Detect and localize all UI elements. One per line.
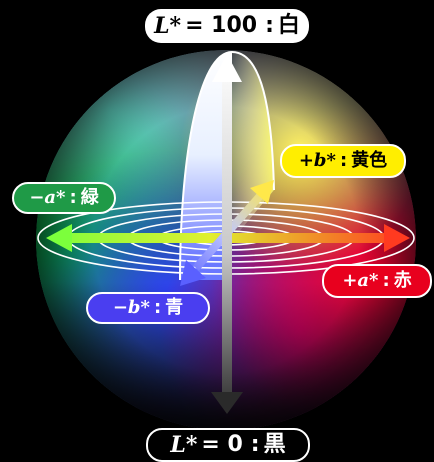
label-l-0-black: L* = 0 : 黒 [146, 428, 310, 462]
label-op: = 100 [185, 13, 258, 38]
label-minus-b-blue: −b* : 青 [86, 292, 210, 324]
label-name: 青 [165, 297, 184, 318]
label-name: 赤 [393, 270, 412, 291]
label-plus-b-yellow: +b* : 黄色 [280, 144, 406, 178]
l-axis-arrow [211, 54, 243, 414]
label-var: +b* [298, 150, 336, 171]
label-name: 黄色 [351, 150, 388, 171]
label-minus-a-green: −a* : 緑 [12, 182, 116, 214]
label-op: = 0 [201, 432, 243, 457]
label-var: −b* [112, 297, 150, 318]
label-var: L* [170, 432, 198, 458]
label-l-100-white: L* = 100 : 白 [145, 9, 309, 43]
label-var: +a* [342, 270, 379, 291]
label-name: 白 [277, 13, 300, 38]
label-plus-a-red: +a* : 赤 [322, 264, 432, 298]
label-var: −a* [29, 187, 66, 208]
label-name: 黒 [263, 432, 286, 457]
label-name: 緑 [80, 187, 99, 208]
label-var: L* [154, 13, 182, 39]
